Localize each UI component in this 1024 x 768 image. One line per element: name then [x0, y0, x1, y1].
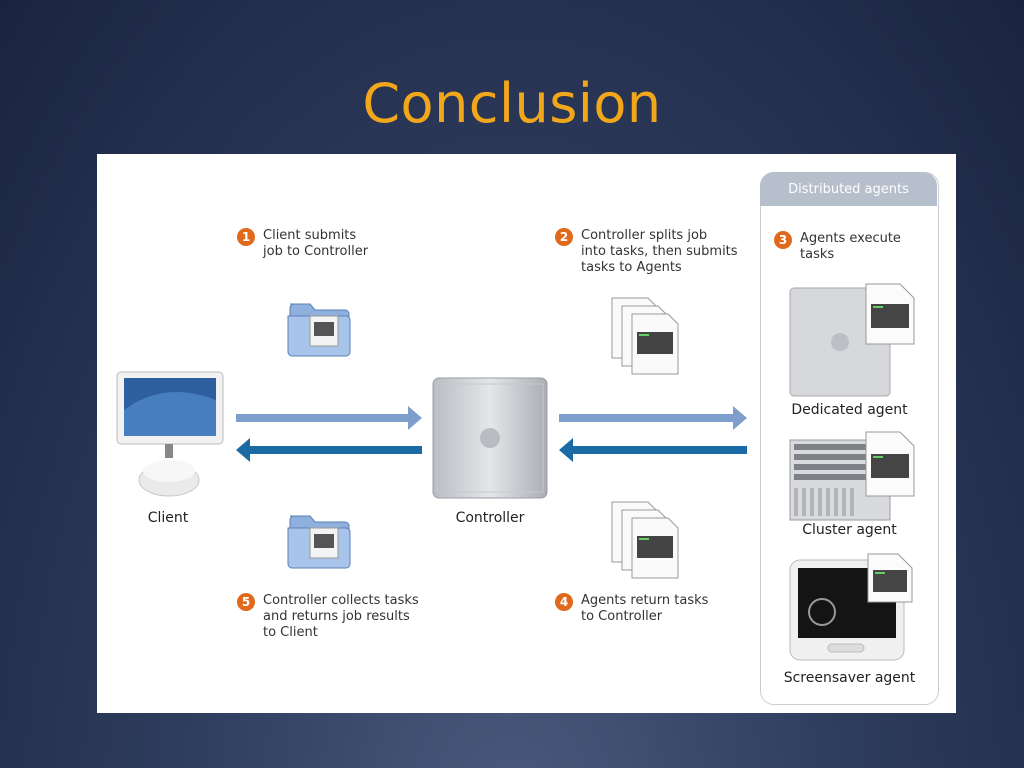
dedicated-agent-label: Dedicated agent: [791, 402, 908, 418]
step-2-badge: 2: [555, 228, 573, 246]
step-2-text: Controller splits job into tasks, then s…: [581, 228, 738, 275]
results-folder-icon: [287, 515, 351, 569]
cluster-agent-icon: [789, 431, 915, 521]
controller-label: Controller: [455, 510, 525, 526]
step-3: 3 Agents execute tasks: [774, 231, 901, 263]
step-1: 1 Client submits job to Controller: [237, 228, 368, 260]
dispatch-arrow-right: [559, 406, 747, 430]
slide-title: Conclusion: [362, 72, 662, 135]
return-arrow-left: [236, 438, 422, 462]
tasks-out-documents-icon: [611, 297, 679, 375]
client-imac-icon: [116, 371, 224, 497]
job-folder-icon: [287, 303, 351, 357]
step-4: 4 Agents return tasks to Controller: [555, 593, 708, 625]
screensaver-agent-label: Screensaver agent: [783, 670, 916, 686]
step-2: 2 Controller splits job into tasks, then…: [555, 228, 738, 276]
controller-tower-icon: [432, 377, 548, 499]
dedicated-agent-icon: [789, 283, 915, 397]
step-4-text: Agents return tasks to Controller: [581, 593, 709, 624]
tasks-back-documents-icon: [611, 501, 679, 579]
step-1-badge: 1: [237, 228, 255, 246]
step-4-badge: 4: [555, 593, 573, 611]
distributed-computing-diagram: Distributed agents 1 Client submits job …: [97, 154, 956, 713]
step-5-badge: 5: [237, 593, 255, 611]
cluster-agent-label: Cluster agent: [802, 522, 897, 538]
submit-arrow-right: [236, 406, 422, 430]
step-3-text: Agents execute tasks: [800, 231, 901, 262]
step-3-badge: 3: [774, 231, 792, 249]
client-controller-arrows: [236, 406, 422, 462]
collect-arrow-left: [559, 438, 747, 462]
distributed-agents-header: Distributed agents: [760, 172, 937, 206]
screensaver-agent-icon: [789, 553, 913, 661]
client-label: Client: [147, 510, 189, 526]
controller-agents-arrows: [559, 406, 747, 462]
step-5-text: Controller collects tasks and returns jo…: [263, 593, 419, 640]
step-1-text: Client submits job to Controller: [263, 228, 369, 259]
step-5: 5 Controller collects tasks and returns …: [237, 593, 419, 641]
